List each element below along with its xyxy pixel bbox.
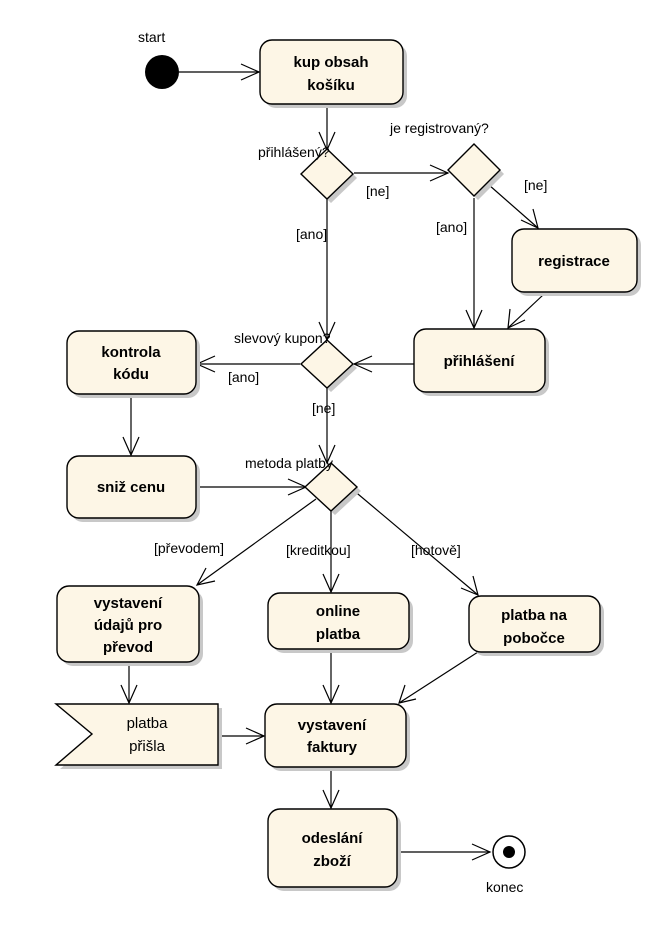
signal-shape bbox=[54, 703, 219, 766]
action-platba-na-pobocce: platba na pobočce bbox=[468, 595, 604, 656]
action-box bbox=[264, 703, 407, 768]
action-box bbox=[511, 228, 638, 293]
action-label-line: přihlášení bbox=[444, 353, 516, 370]
decision-diamond bbox=[299, 339, 355, 389]
action-label-line: převod bbox=[103, 639, 153, 656]
arrowhead bbox=[195, 567, 216, 586]
decision-registrovany: je registrovaný? bbox=[389, 120, 504, 200]
arrowhead bbox=[322, 684, 340, 705]
action-box bbox=[66, 455, 197, 519]
arrowhead bbox=[520, 208, 539, 230]
guard-ne: [ne] bbox=[524, 177, 547, 193]
action-label-line: kup obsah bbox=[293, 54, 368, 71]
decision-label: je registrovaný? bbox=[389, 120, 489, 136]
guard-ano: [ano] bbox=[436, 219, 467, 235]
action-registrace: registrace bbox=[511, 228, 641, 296]
edge-metoda-udaju bbox=[196, 498, 317, 586]
signal-platba-prisla: platba přišla bbox=[54, 703, 222, 769]
arrowhead bbox=[240, 63, 261, 81]
action-sniz-cenu: sniž cenu bbox=[66, 455, 200, 522]
action-box bbox=[267, 808, 398, 888]
action-label-line: vystavení bbox=[298, 717, 367, 734]
action-prihlaseni: přihlášení bbox=[413, 328, 549, 396]
action-box bbox=[267, 592, 410, 650]
action-label-line: pobočce bbox=[503, 630, 565, 647]
action-label-line: sniž cenu bbox=[97, 479, 165, 496]
edge-registrovany-registrace bbox=[488, 184, 539, 229]
arrowhead bbox=[429, 164, 450, 182]
guard-ne: [ne] bbox=[312, 400, 335, 416]
decision-label: slevový kupon? bbox=[234, 330, 331, 346]
decision-diamond bbox=[303, 462, 359, 512]
decision-metoda-platby: metoda platby bbox=[245, 455, 361, 515]
signal-label-line: přišla bbox=[129, 738, 166, 755]
arrowhead bbox=[398, 684, 417, 704]
edges bbox=[120, 63, 544, 861]
decision-label: přihlášený? bbox=[258, 144, 330, 160]
initial-node bbox=[145, 55, 179, 89]
arrowhead bbox=[318, 444, 336, 465]
guard-hotove: [hotově] bbox=[411, 542, 461, 558]
action-box bbox=[56, 585, 200, 663]
guard-prevodem: [převodem] bbox=[154, 540, 224, 556]
arrowhead bbox=[120, 684, 138, 705]
action-box bbox=[259, 39, 404, 105]
decision-diamond bbox=[299, 148, 355, 200]
action-label-line: kódu bbox=[113, 366, 149, 383]
action-label-line: faktury bbox=[307, 739, 358, 756]
arrowhead bbox=[465, 309, 483, 330]
start-label: start bbox=[138, 29, 165, 45]
edge-registrace-prihlaseni bbox=[507, 294, 544, 329]
arrowhead bbox=[460, 575, 479, 597]
action-kup-obsah: kup obsah košíku bbox=[259, 39, 407, 108]
arrowhead bbox=[471, 843, 492, 861]
decision-label: metoda platby bbox=[245, 455, 333, 471]
action-box bbox=[413, 328, 546, 393]
arrowhead bbox=[322, 573, 340, 594]
arrowhead bbox=[245, 727, 266, 745]
action-label-line: údajů pro bbox=[94, 617, 162, 634]
action-kontrola-kodu: kontrola kódu bbox=[66, 330, 200, 398]
guard-ano: [ano] bbox=[296, 226, 327, 242]
action-label-line: zboží bbox=[313, 853, 351, 870]
action-box bbox=[66, 330, 197, 395]
action-vystaveni-udaju: vystavení údajů pro převod bbox=[56, 585, 203, 666]
action-label-line: košíku bbox=[307, 77, 355, 94]
final-node-dot bbox=[503, 846, 515, 858]
guard-ano: [ano] bbox=[228, 369, 259, 385]
decision-diamond bbox=[447, 143, 501, 197]
arrowhead bbox=[322, 789, 340, 810]
action-label-line: platba na bbox=[501, 607, 568, 624]
action-box bbox=[468, 595, 601, 653]
action-label-line: online bbox=[316, 603, 360, 620]
edge-pobocka-faktura bbox=[398, 651, 479, 704]
action-label-line: kontrola bbox=[101, 344, 161, 361]
action-label-line: vystavení bbox=[94, 595, 163, 612]
action-vystaveni-faktury: vystavení faktury bbox=[264, 703, 410, 771]
guard-ne: [ne] bbox=[366, 183, 389, 199]
action-label-line: odeslání bbox=[302, 830, 364, 847]
edge-metoda-pobocka bbox=[351, 488, 479, 596]
decision-slevovy-kupon: slevový kupon? bbox=[234, 330, 357, 392]
arrowhead bbox=[122, 436, 140, 457]
signal-label-line: platba bbox=[127, 715, 169, 732]
decision-prihlaseny: přihlášený? bbox=[258, 144, 357, 203]
action-label-line: registrace bbox=[538, 253, 610, 270]
guard-kreditkou: [kreditkou] bbox=[286, 542, 351, 558]
action-odeslani-zbozi: odeslání zboží bbox=[267, 808, 401, 891]
action-label-line: platba bbox=[316, 626, 361, 643]
action-online-platba: online platba bbox=[267, 592, 413, 653]
arrowhead bbox=[507, 308, 526, 329]
end-label: konec bbox=[486, 879, 523, 895]
